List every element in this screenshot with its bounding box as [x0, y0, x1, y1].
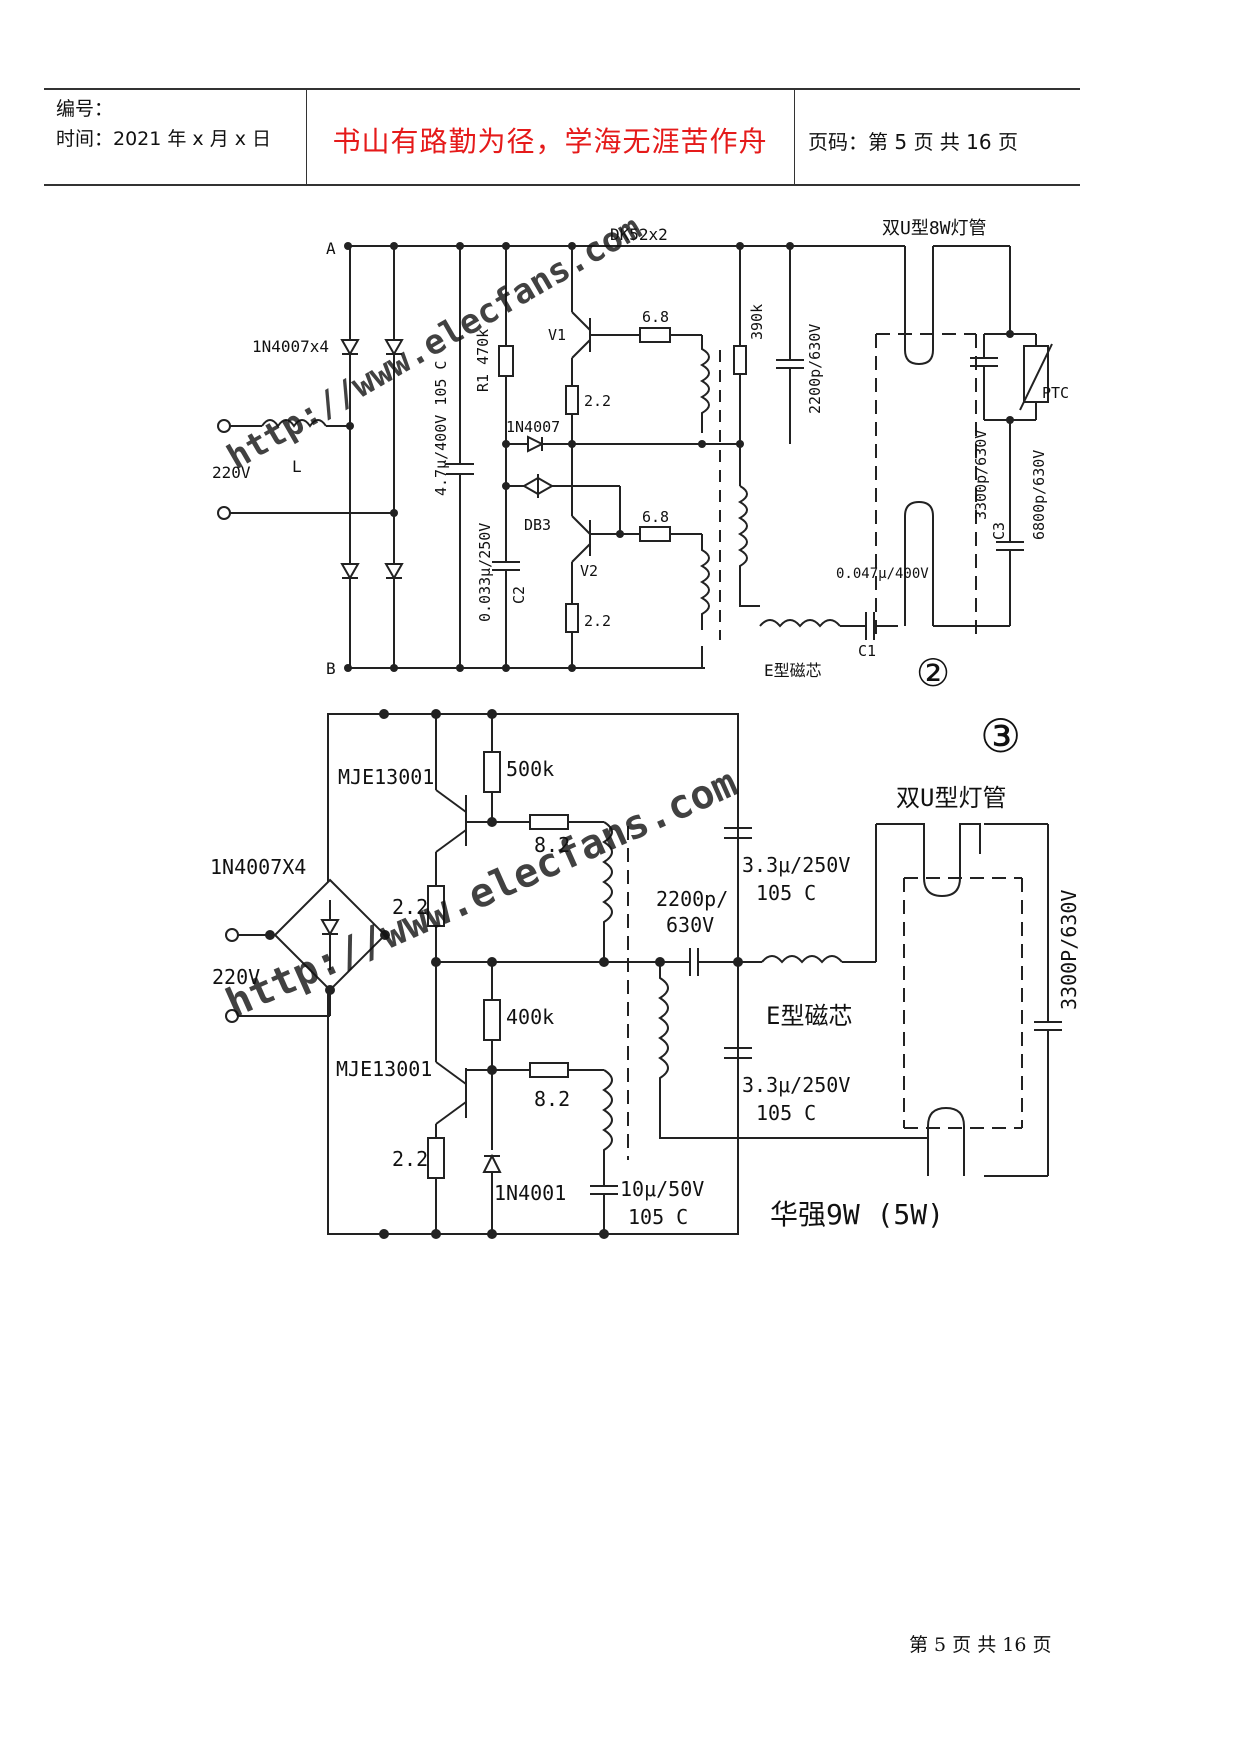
r1-label: R1 470k	[474, 329, 492, 392]
transistor-top-label: MJE13001	[338, 765, 434, 789]
r-2-2-bot-label: 2.2	[584, 612, 611, 630]
c3-label: C3	[990, 522, 1008, 540]
input-voltage-label: 220V	[212, 463, 251, 482]
circuit-number-3: ③	[980, 709, 1021, 763]
node-b-label: B	[326, 659, 336, 678]
diode-label: 1N4007	[506, 418, 560, 436]
header-motto: 书山有路勤为径，学海无涯苦作舟	[332, 125, 768, 158]
r-2-2-top3-label: 2.2	[392, 895, 428, 919]
r-390k-label: 390k	[748, 304, 766, 340]
cap-6800p-label: 6800p/630V	[1030, 450, 1048, 540]
core-label: E型磁芯	[764, 661, 822, 680]
lamp-label: 双U型8W灯管	[882, 218, 987, 239]
r-8-2-bot-label: 8.2	[534, 1087, 570, 1111]
r-2-2-top-label: 2.2	[584, 392, 611, 410]
bridge3-label: 1N4007X4	[210, 855, 306, 879]
r-2-2-bot3-label: 2.2	[392, 1147, 428, 1171]
header-left-cell: 编号： 时间：2021 年 x 月 x 日	[44, 90, 307, 184]
main-cap-label: 4.7μ/400V 105 C	[432, 361, 450, 496]
cap-2200p-label: 2200p/630V	[806, 324, 824, 414]
cap-10u-temp-label: 105 C	[628, 1205, 688, 1229]
cap-c1-value-label: 0.047μ/400V	[836, 566, 929, 582]
circuit3-title: 华强9W (5W)	[770, 1198, 944, 1231]
header-mid-cell: 书山有路勤为径，学海无涯苦作舟	[306, 90, 795, 184]
page-info: 页码：第 5 页 共 16 页	[808, 130, 1018, 154]
cap-2200p3-voltage-label: 630V	[666, 913, 714, 937]
input3-voltage-label: 220V	[212, 965, 260, 989]
node-a-label: A	[326, 239, 336, 258]
cap-2200p3-label: 2200p/	[656, 887, 728, 911]
r-8-2-top-label: 8.2	[534, 833, 570, 857]
circuit-number-2: ②	[916, 651, 950, 695]
c1-label: C1	[858, 642, 876, 660]
diode3-label: 1N4001	[494, 1181, 566, 1205]
cap-top3-label: 3.3μ/250V	[742, 853, 850, 877]
cap-3300p3-label: 3300P/630V	[1057, 890, 1081, 1010]
cap-top3-temp-label: 105 C	[756, 881, 816, 905]
c2-value-label: 0.033μ/250V	[476, 523, 494, 622]
bridge-label: 1N4007x4	[252, 337, 329, 356]
header-right-cell: 页码：第 5 页 共 16 页	[794, 90, 1080, 184]
page-footer: 第 5 页 共 16 页	[909, 1634, 1052, 1656]
r-6-8-top-label: 6.8	[642, 308, 669, 326]
r-500k-label: 500k	[506, 757, 554, 781]
cap-10u-label: 10μ/50V	[620, 1177, 704, 1201]
v2-label: V2	[580, 562, 598, 580]
c2-label: C2	[510, 586, 528, 604]
cap-bot3-temp-label: 105 C	[756, 1101, 816, 1125]
time-label: 时间：2021 年 x 月 x 日	[56, 128, 272, 150]
transistor-bot-label: MJE13001	[336, 1057, 432, 1081]
cap-3300p-label: 3300p/630V	[972, 430, 990, 520]
core3-label: E型磁芯	[766, 1002, 852, 1030]
diac-label: DB3	[524, 516, 551, 534]
r-6-8-bot-label: 6.8	[642, 508, 669, 526]
v1-label: V1	[548, 326, 566, 344]
ptc-label: PTC	[1042, 384, 1069, 402]
cap-bot3-label: 3.3μ/250V	[742, 1073, 850, 1097]
inductor-label: L	[292, 457, 302, 476]
page-header: 编号： 时间：2021 年 x 月 x 日 书山有路勤为径，学海无涯苦作舟 页码…	[44, 88, 1080, 186]
r-400k-label: 400k	[506, 1005, 554, 1029]
transistor-pair-label: DK52x2	[610, 225, 668, 244]
lamp3-label: 双U型灯管	[896, 784, 1006, 812]
number-label: 编号：	[56, 98, 114, 120]
